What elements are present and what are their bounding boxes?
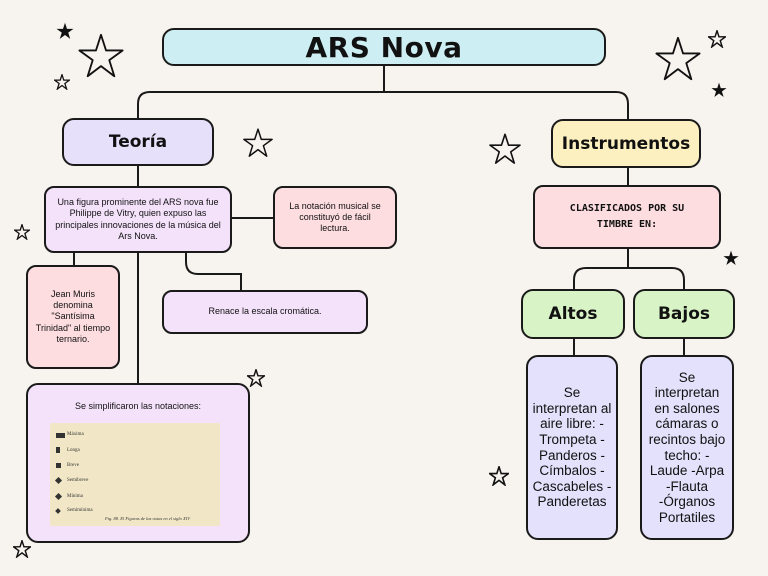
star-icon (243, 128, 273, 157)
page-title: ARS Nova (305, 30, 463, 64)
notation-row: Semimínima (67, 508, 93, 513)
star-icon (247, 369, 265, 387)
title-box: ARS Nova (162, 28, 606, 66)
star-icon (54, 74, 70, 90)
clasificados-text: CLASIFICADOS POR SU TIMBRE EN: (569, 203, 685, 230)
notation-figure-image: Máxima Longa Breve Semibreve Mínima Semi… (50, 423, 220, 526)
notation-row: Longa (67, 448, 80, 453)
notation-row: Mínima (67, 494, 83, 499)
instrumentos-box: Instrumentos (551, 119, 701, 168)
bajos-label: Bajos (657, 304, 711, 324)
notacion-text: La notación musical se constituyó de fác… (289, 200, 381, 234)
altos-detail-text: Se interpretan al aire libre: -Trompeta … (532, 385, 612, 510)
star-icon (655, 36, 701, 81)
simplificaron-text: Se simplificaron las notaciones: (74, 401, 202, 411)
notation-caption: Fig. 88. El Figuras de las notas en el s… (105, 516, 190, 521)
teoria-box: Teoría (62, 118, 214, 166)
bajos-detail-box: Se interpretan en salones cámaras o reci… (640, 355, 734, 540)
vitry-box: Una figura prominente del ARS nova fue P… (44, 186, 232, 253)
notacion-box: La notación musical se constituyó de fác… (273, 186, 397, 249)
notation-row: Semibreve (67, 478, 89, 483)
muris-text: Jean Muris denomina "Santísima Trinidad"… (35, 288, 111, 344)
star-icon (56, 22, 74, 39)
altos-detail-box: Se interpretan al aire libre: -Trompeta … (526, 355, 618, 540)
star-icon (708, 30, 726, 48)
star-icon (489, 466, 509, 486)
star-icon (723, 250, 739, 266)
cromatica-text: Renace la escala cromática. (208, 306, 322, 317)
altos-box: Altos (521, 289, 625, 339)
bajos-detail-text: Se interpretan en salones cámaras o reci… (648, 369, 726, 525)
muris-box: Jean Muris denomina "Santísima Trinidad"… (26, 265, 120, 369)
teoria-label: Teoría (108, 132, 168, 152)
clasificados-box: CLASIFICADOS POR SU TIMBRE EN: (533, 185, 721, 249)
star-icon (13, 540, 31, 558)
star-icon (489, 133, 521, 164)
star-icon (711, 82, 727, 98)
cromatica-box: Renace la escala cromática. (162, 290, 368, 334)
instrumentos-label: Instrumentos (561, 133, 691, 154)
notation-row: Breve (67, 463, 79, 468)
bajos-box: Bajos (633, 289, 735, 339)
vitry-text: Una figura prominente del ARS nova fue P… (55, 197, 221, 241)
star-icon (78, 33, 124, 78)
notation-row: Máxima (67, 432, 84, 437)
altos-label: Altos (548, 304, 598, 324)
star-icon (14, 224, 30, 240)
